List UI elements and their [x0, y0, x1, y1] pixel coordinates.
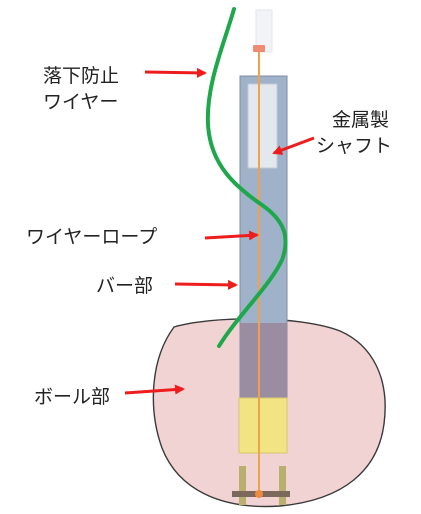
- base-right-post: [279, 466, 286, 505]
- yellow-block: [238, 397, 288, 454]
- label-bar-part: バー部: [96, 275, 153, 297]
- bar-inside-ball: [240, 323, 287, 399]
- label-fall-prevention-line2: ワイヤー: [43, 91, 118, 113]
- arrow-fall-prevention: [144, 67, 207, 78]
- fall-prevention-wire: [205, 7, 288, 348]
- label-metal-shaft-line1: 金属製: [332, 109, 389, 131]
- wire-rope-bottom-knot: [255, 490, 263, 498]
- label-fall-prevention-line1: 落下防止: [43, 65, 119, 87]
- label-wire-rope: ワイヤーロープ: [26, 226, 157, 248]
- base-left-post: [239, 466, 246, 505]
- label-metal-shaft-line2: シャフト: [316, 135, 392, 157]
- wire-rope-top-cap: [253, 45, 265, 52]
- metal-shaft: [247, 83, 278, 169]
- arrow-bar-part: [174, 279, 238, 290]
- arrow-metal-shaft: [272, 136, 315, 155]
- arrow-ball-part: [124, 384, 185, 395]
- arrow-wire-rope: [204, 230, 259, 241]
- label-ball-part: ボール部: [34, 386, 110, 408]
